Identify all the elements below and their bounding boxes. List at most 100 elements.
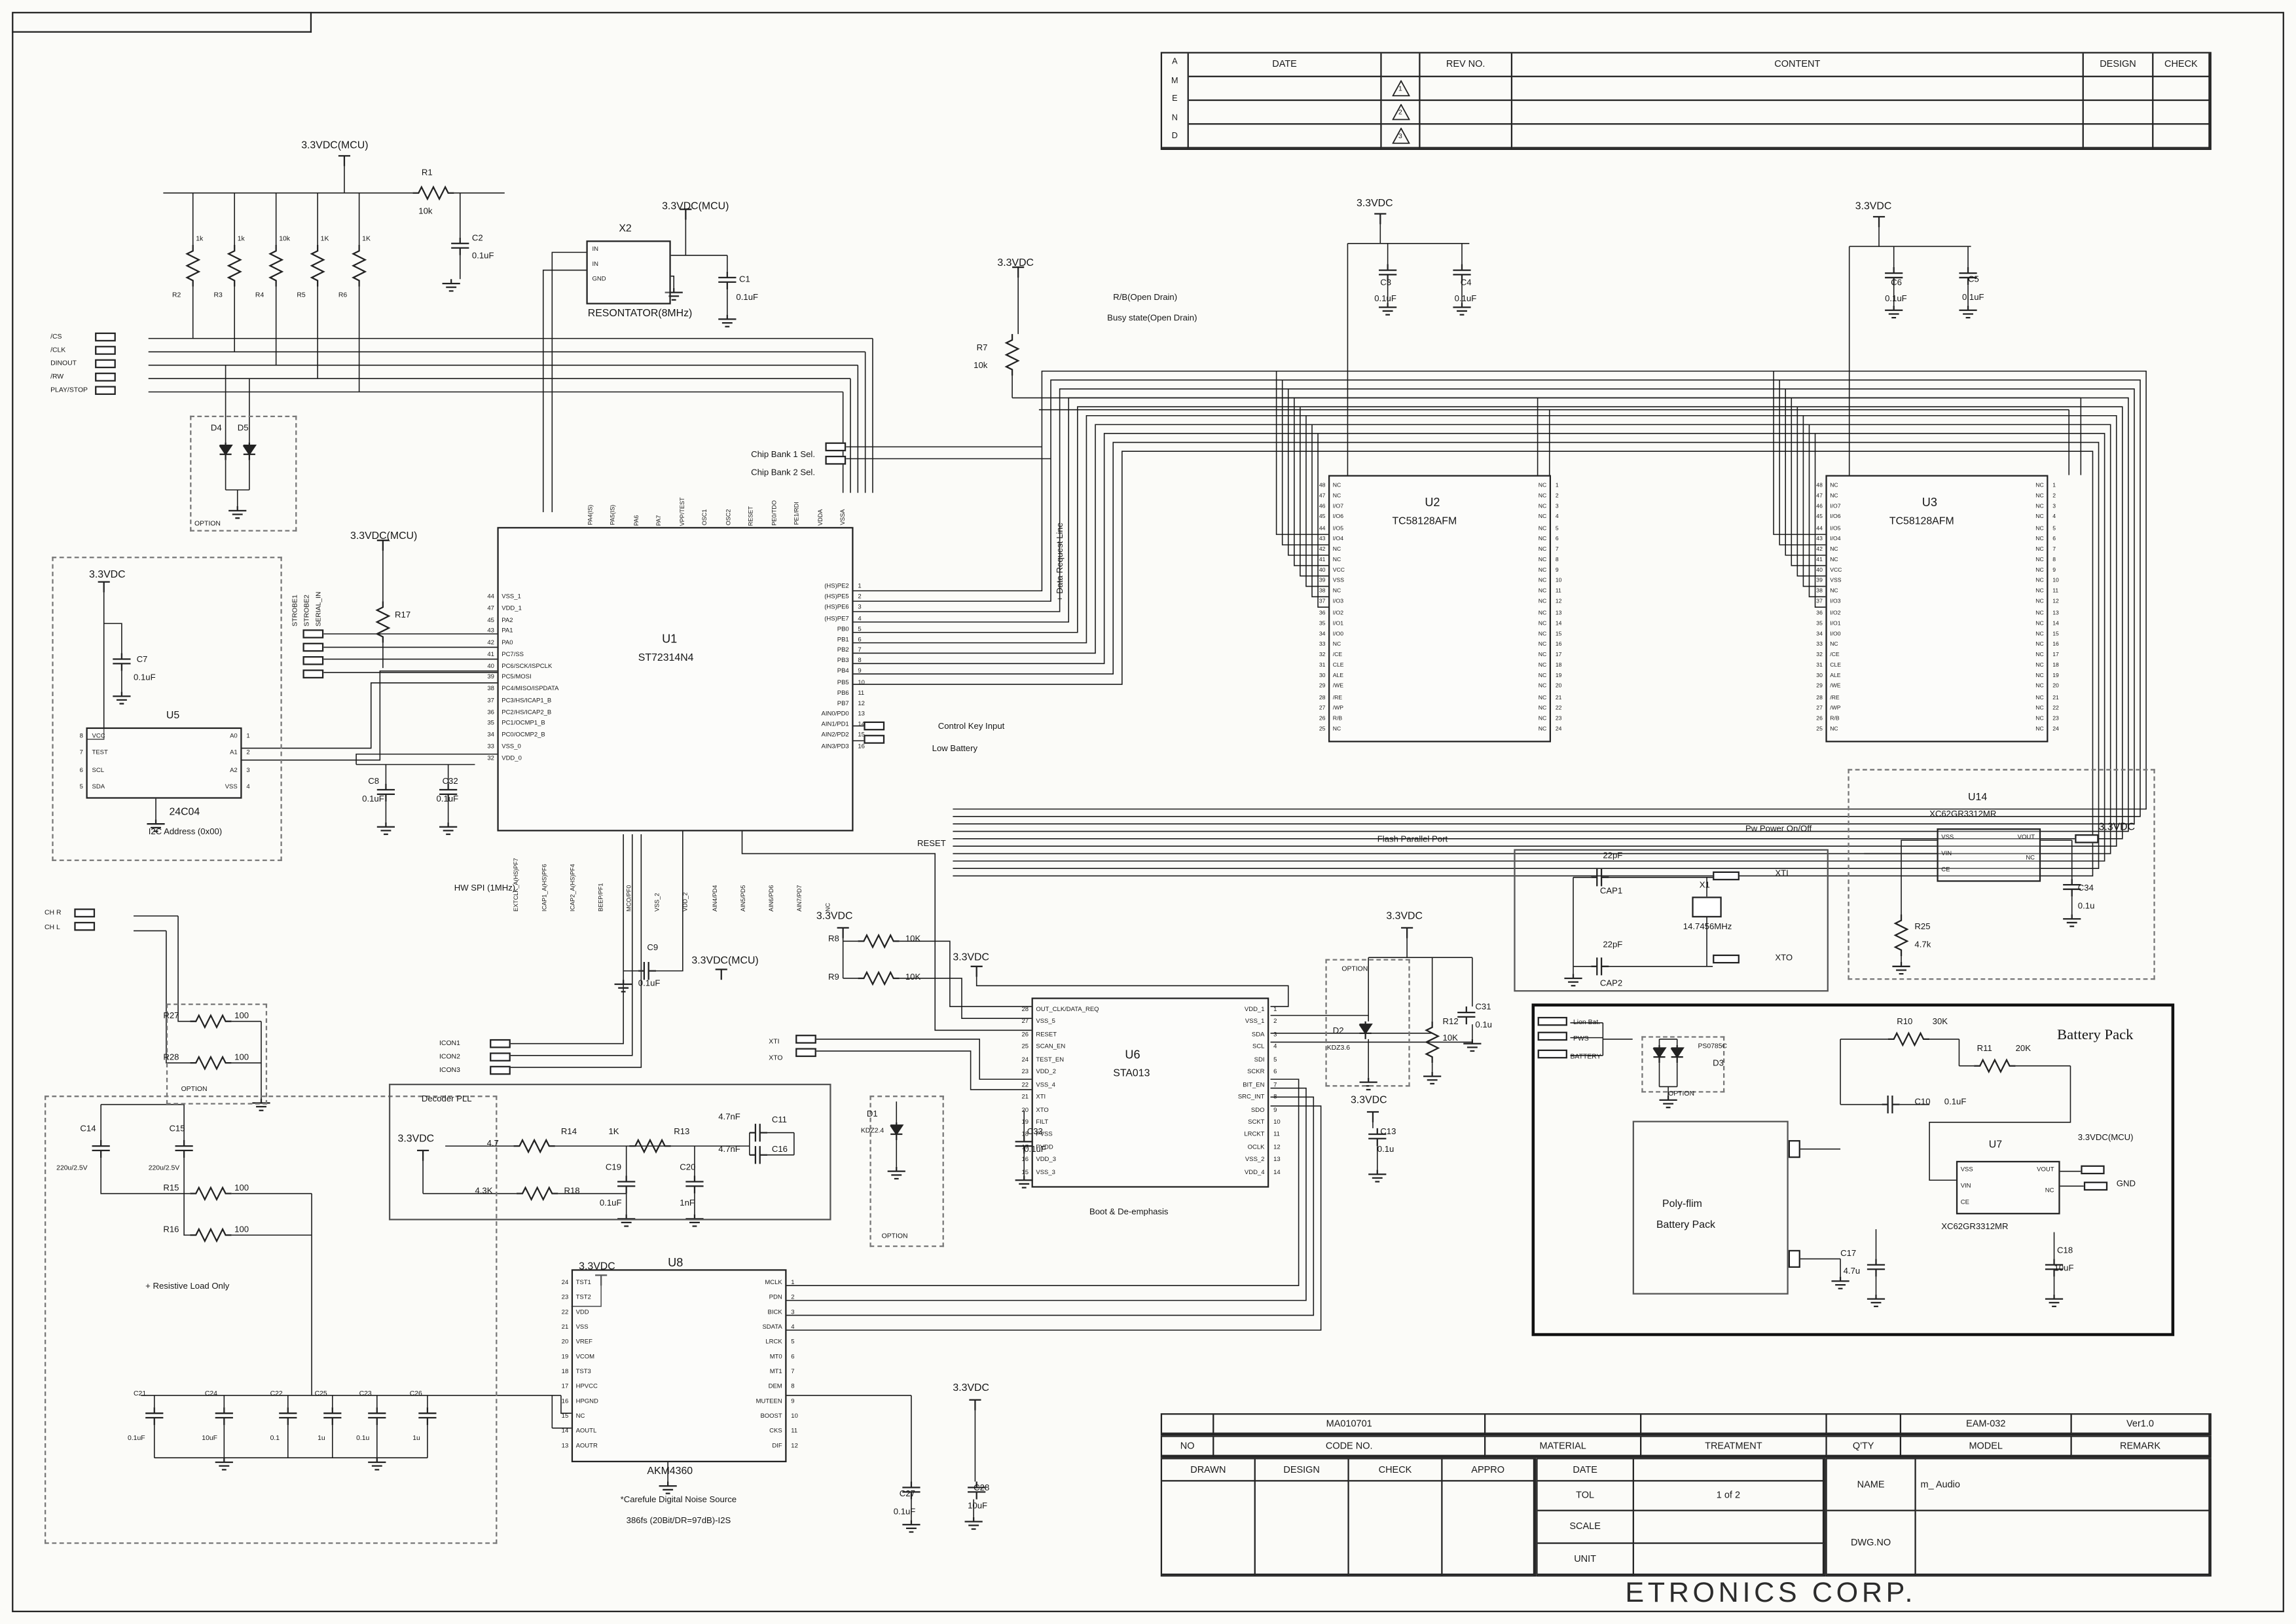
- battery-label-battery: BATTERY: [1570, 1052, 1601, 1060]
- pin-label: I/O5: [1830, 525, 1841, 531]
- tb-model-value: EAM-032: [1901, 1414, 2072, 1434]
- r14-ref: R14: [560, 1128, 577, 1137]
- pin-number: 12: [858, 699, 865, 707]
- amend-cell: [1512, 77, 2084, 101]
- pin-label: VDD_2: [682, 892, 689, 912]
- note-hwspi: HW SPI (1MHz): [454, 885, 516, 894]
- option-label: OPTION: [1668, 1089, 1695, 1098]
- pin-number: 25: [1319, 726, 1326, 732]
- pin-label: NC: [2035, 545, 2044, 552]
- r8-value: 10K: [905, 935, 921, 944]
- option-label: OPTION: [181, 1085, 208, 1093]
- pin-label: NC: [1538, 652, 1547, 658]
- pin-number: 11: [1555, 588, 1561, 595]
- pin-label: VOUT: [2017, 832, 2035, 841]
- pin-number: 5: [791, 1337, 795, 1345]
- pin-number: 44: [1816, 525, 1823, 531]
- rev-triangle-icon: 2: [1391, 103, 1410, 120]
- pin-label: ICAP1_A(HS)PF6: [540, 864, 548, 912]
- pin-number: 21: [1021, 1092, 1029, 1100]
- pin-number: 19: [1021, 1117, 1029, 1126]
- pin-label: I/O6: [1332, 514, 1344, 521]
- c24-value: 10uF: [202, 1433, 218, 1442]
- pin-label: AIN7/PD7: [795, 885, 803, 912]
- note-pw-onoff: Pw Power On/Off: [1745, 825, 1812, 835]
- tb-cell: [1162, 1414, 1214, 1434]
- pin-label: I/O2: [1332, 609, 1344, 616]
- d1-value: KDZ2.4: [860, 1126, 884, 1134]
- c11-value: 4.7nF: [718, 1113, 740, 1122]
- r2-value: 1k: [196, 234, 204, 242]
- pin-label: PC6/SCK/ISPCLK: [501, 661, 553, 669]
- pin-label: OCLK: [1247, 1143, 1265, 1151]
- pin-label: VDDA: [815, 509, 824, 526]
- pin-number: 6: [2052, 535, 2056, 542]
- pin-label: DIF: [772, 1441, 782, 1449]
- r1-value: 10k: [418, 208, 433, 217]
- c31-ref: C31: [1475, 1003, 1491, 1013]
- pin-label: NC: [2035, 556, 2044, 563]
- x1-ref: X1: [1699, 881, 1710, 891]
- pin-label: VSS_4: [1036, 1080, 1055, 1088]
- c26-value: 1u: [412, 1433, 420, 1442]
- pin-number: 21: [1555, 693, 1562, 700]
- pin-label: LRCK: [765, 1337, 782, 1345]
- pin-number: 22: [561, 1308, 569, 1316]
- tb-cell: [1162, 1481, 1256, 1576]
- pin-label: BICK: [767, 1308, 782, 1316]
- r12-value: 10K: [1442, 1035, 1458, 1044]
- pin-label: NC: [2035, 641, 2044, 648]
- c22-ref: C22: [270, 1389, 283, 1397]
- power-label: 3.3VDC: [579, 1261, 615, 1272]
- pin-number: 8: [79, 731, 83, 739]
- pin-label: NC: [1538, 599, 1547, 605]
- pin-number: 24: [561, 1278, 569, 1286]
- signal-serial-in: SERIAL_IN: [314, 591, 322, 627]
- pin-label: NC: [1332, 556, 1341, 563]
- amend-cell: [1512, 124, 2084, 149]
- pin-label: NC: [2035, 715, 2044, 722]
- pin-label: CE: [1960, 1197, 1969, 1206]
- signal-ch-r: CH R: [45, 908, 62, 916]
- pin-label: PB3: [837, 656, 849, 664]
- pin-label: I/O2: [1830, 609, 1841, 616]
- pin-label: PC0/OCMP2_B: [501, 730, 545, 739]
- pin-label: NC: [1830, 492, 1838, 499]
- tb-tol-value: 1 of 2: [1633, 1481, 1825, 1511]
- u8-ref: U8: [668, 1255, 683, 1270]
- note-decoder-pll: Decoder PLL: [421, 1096, 472, 1105]
- tb-cell: [1633, 1459, 1825, 1482]
- pin-label: NC: [2035, 704, 2044, 711]
- r9-ref: R9: [828, 974, 839, 983]
- pin-label: A2: [230, 765, 238, 773]
- pin-number: 9: [791, 1396, 795, 1405]
- c13-value: 0.1u: [1377, 1146, 1394, 1155]
- amend-letter: M: [1171, 77, 1178, 86]
- c23-ref: C23: [359, 1389, 372, 1397]
- eeprom-option-box: [52, 557, 282, 861]
- pin-number: 14: [1555, 619, 1562, 626]
- pin-number: 1: [2052, 482, 2056, 489]
- signal-dinout: DINOUT: [50, 359, 77, 367]
- pin-label: VPP/TEST: [678, 496, 685, 526]
- u14-ref: U14: [1968, 792, 1988, 803]
- pin-number: 2: [1273, 1017, 1277, 1025]
- pin-label: TEST_EN: [1036, 1055, 1065, 1063]
- pin-label: RESET: [746, 506, 755, 526]
- u7-gnd-connector: [2083, 1181, 2108, 1191]
- pin-label: I/O7: [1332, 504, 1344, 510]
- pin-number: 40: [1319, 566, 1326, 574]
- c17-value: 4.7u: [1843, 1268, 1861, 1277]
- pin-number: 12: [1273, 1143, 1281, 1151]
- pin-number: 30: [1319, 673, 1326, 679]
- amend-rev-mark-cell: 1: [1381, 77, 1421, 101]
- c19-ref: C19: [605, 1164, 622, 1173]
- pin-number: 34: [1319, 630, 1326, 637]
- pin-number: 3: [2052, 504, 2056, 510]
- pin-label: NC: [1538, 726, 1547, 732]
- pin-number: 3: [1273, 1030, 1277, 1038]
- pin-label: SDATA: [762, 1322, 782, 1331]
